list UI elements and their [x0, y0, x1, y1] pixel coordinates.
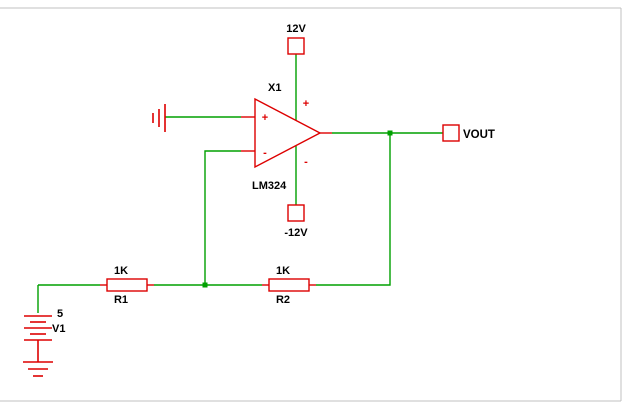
- junction-feedback-node: [202, 282, 208, 288]
- vcc-label: 12V: [286, 23, 306, 35]
- vee-terminal[interactable]: [287, 204, 305, 222]
- opamp-input-plus-label: +: [262, 112, 268, 124]
- text-labels: 12V -12V X1 LM324 VOUT 1K R1 1K R2 5 V1: [52, 23, 495, 335]
- vcc-terminal[interactable]: [287, 37, 305, 55]
- opamp-supply-plus-label: +: [303, 98, 309, 110]
- opamp-body[interactable]: [254, 97, 322, 169]
- wire-feedback[interactable]: [204, 150, 241, 285]
- junctions: [202, 130, 393, 288]
- resistor-r1[interactable]: [100, 278, 154, 292]
- opamp-input-minus-label: -: [263, 147, 267, 159]
- opamp-supply-minus-label: -: [304, 156, 308, 168]
- ground-opamp-input[interactable]: [152, 104, 166, 132]
- r1-value-label: 1K: [114, 265, 128, 277]
- r2-ref-label: R2: [276, 294, 290, 306]
- polarity-labels: + - + -: [262, 98, 309, 168]
- opamp-symbol[interactable]: [241, 97, 332, 169]
- opamp-ref-label: X1: [268, 82, 281, 94]
- r1-ref-label: R1: [114, 294, 128, 306]
- wire-output-to-r2[interactable]: [316, 133, 391, 286]
- wires: [37, 54, 443, 313]
- v1-ref-label: V1: [52, 323, 65, 335]
- canvas-border: [0, 7, 622, 402]
- vout-label: VOUT: [463, 129, 495, 141]
- resistor-r2[interactable]: [262, 278, 316, 292]
- opamp-part-label: LM324: [252, 180, 287, 192]
- junction-output-node: [387, 130, 393, 136]
- vout-terminal[interactable]: [442, 124, 460, 142]
- components: [23, 37, 460, 377]
- battery-v1[interactable]: [24, 315, 52, 362]
- r2-value-label: 1K: [276, 265, 290, 277]
- v1-value-label: 5: [57, 308, 63, 320]
- ground-v1[interactable]: [23, 361, 53, 377]
- vee-label: -12V: [284, 227, 308, 239]
